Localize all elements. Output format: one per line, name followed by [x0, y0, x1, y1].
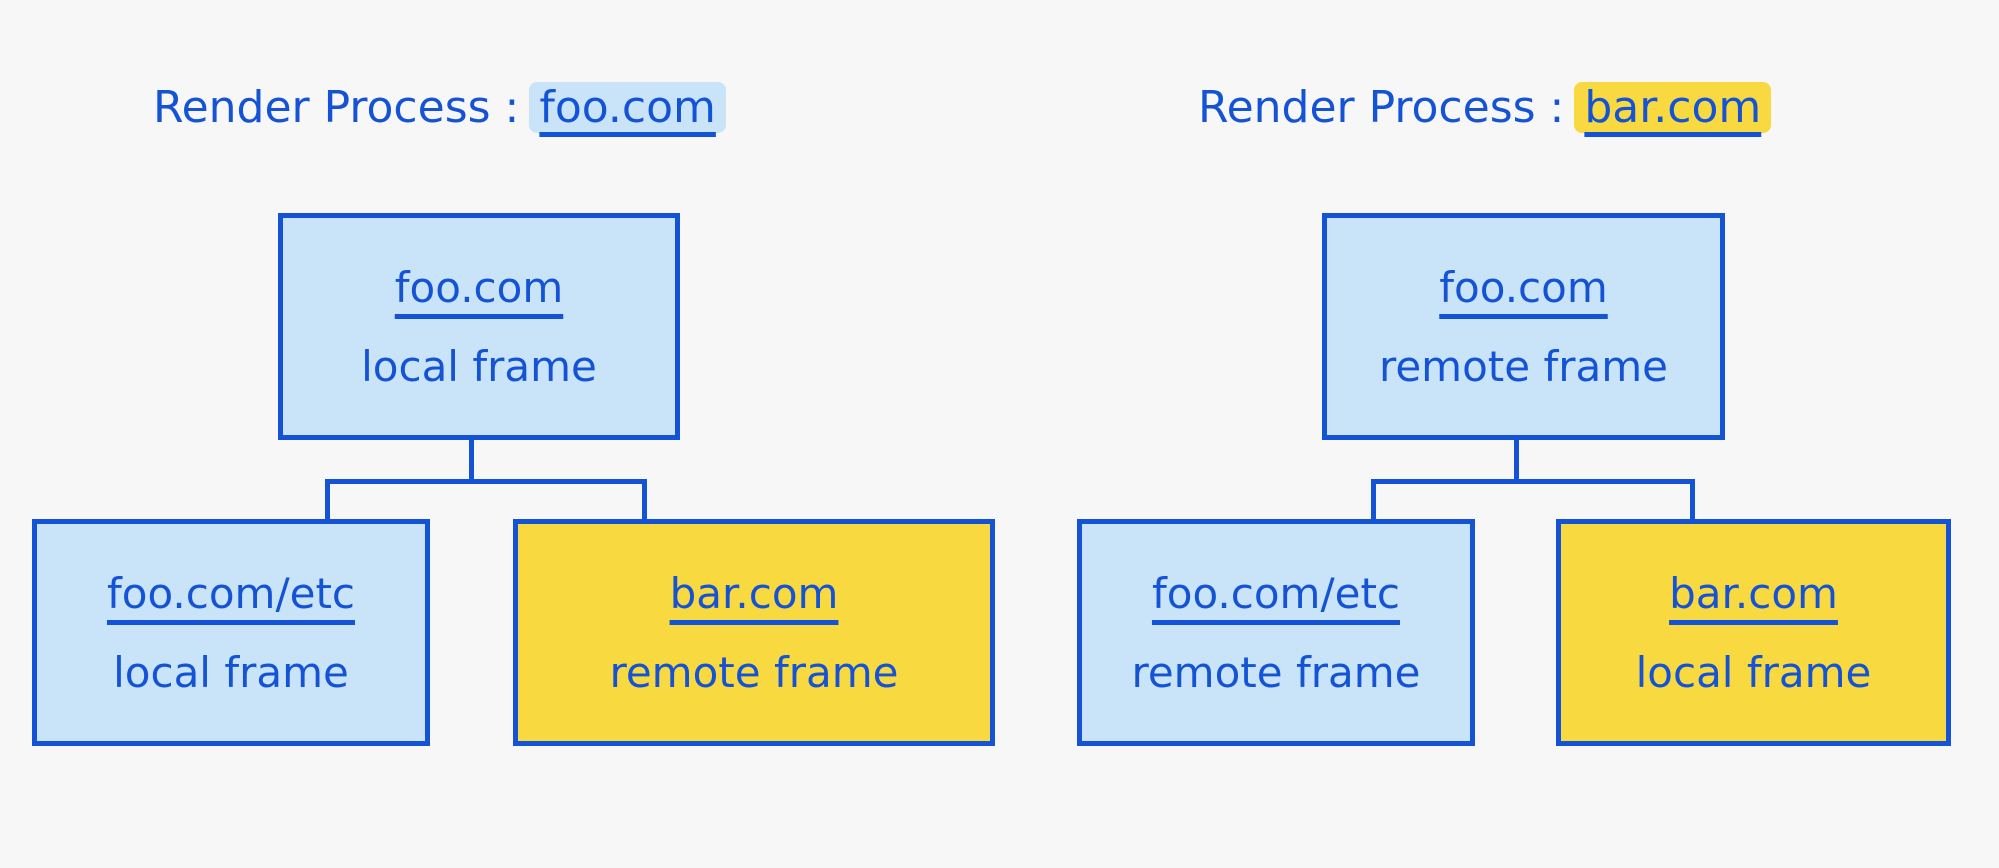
connector [1371, 479, 1695, 484]
frame-kind: local frame [361, 341, 597, 391]
connector [1514, 440, 1519, 483]
frame-site: bar.com [1669, 568, 1838, 618]
connector [325, 479, 330, 521]
connector [642, 479, 647, 521]
title-prefix: Render Process : [153, 82, 520, 133]
frame-kind: remote frame [1131, 647, 1421, 697]
frame-kind: local frame [113, 647, 349, 697]
left-process-title: Render Process : foo.com [153, 82, 726, 133]
frame-site: foo.com [394, 262, 564, 312]
left-root-frame: foo.com local frame [278, 213, 680, 440]
title-site-bar: bar.com [1574, 82, 1772, 133]
connector [1690, 479, 1695, 521]
title-site-foo: foo.com [529, 82, 726, 133]
right-child-frame-1: foo.com/etc remote frame [1077, 519, 1475, 746]
frame-site: foo.com [1439, 262, 1608, 312]
right-root-frame: foo.com remote frame [1322, 213, 1725, 440]
left-child-frame-2: bar.com remote frame [513, 519, 995, 746]
frame-kind: remote frame [1379, 341, 1668, 391]
connector [325, 479, 647, 484]
frame-kind: remote frame [609, 647, 899, 697]
frame-kind: local frame [1635, 647, 1872, 697]
frame-site: foo.com/etc [106, 568, 356, 618]
connector [1371, 479, 1376, 521]
right-child-frame-2: bar.com local frame [1556, 519, 1951, 746]
right-process-title: Render Process : bar.com [1198, 82, 1772, 133]
frame-site: foo.com/etc [1151, 568, 1401, 618]
left-child-frame-1: foo.com/etc local frame [32, 519, 430, 746]
connector [469, 440, 474, 483]
title-prefix: Render Process : [1198, 82, 1565, 133]
frame-site: bar.com [669, 568, 839, 618]
